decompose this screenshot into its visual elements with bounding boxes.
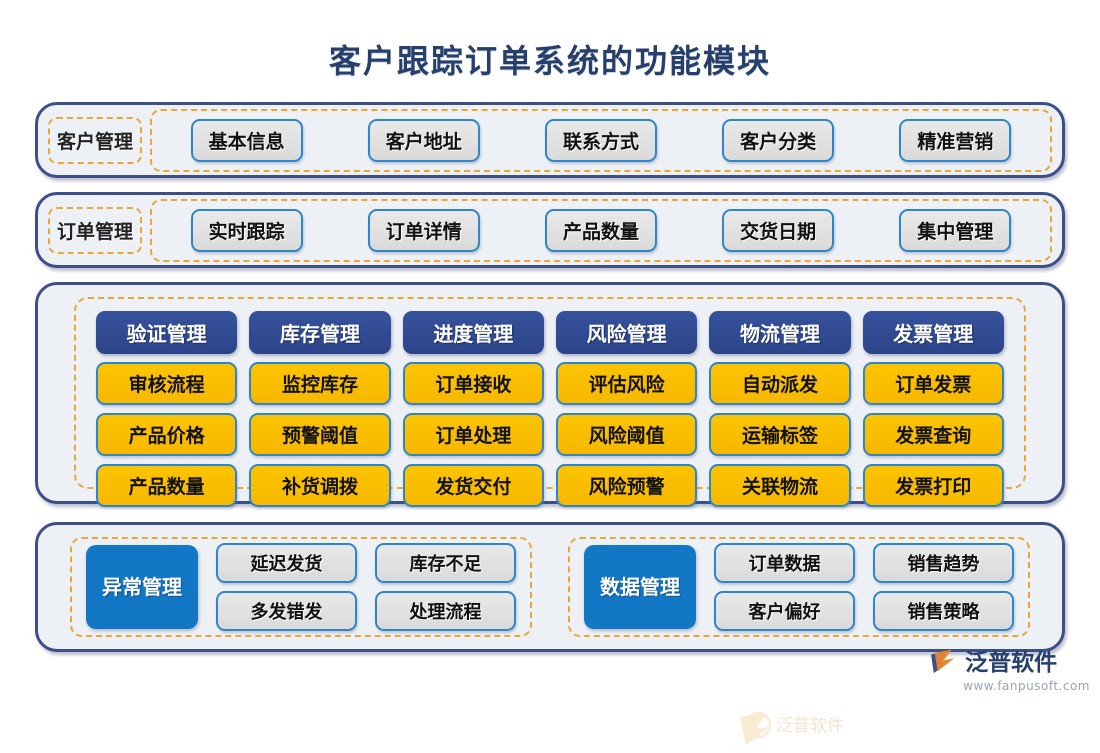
fanpu-swoosh-icon (929, 647, 961, 678)
module-head-logistics[interactable]: 物流管理 (709, 311, 851, 354)
module-item-verification-0[interactable]: 审核流程 (96, 362, 238, 405)
chip-data-2[interactable]: 客户偏好 (714, 591, 855, 631)
row-label-customer: 客户管理 (57, 130, 134, 153)
row-label-order: 订单管理 (57, 220, 134, 243)
center-watermark: 泛普软件 (736, 707, 866, 749)
core-modules-dashed-frame: 验证管理 审核流程 产品价格 产品数量 库存管理 监控库存 预警阈值 补货调拨 … (74, 297, 1026, 745)
row-items-customer: 基本信息 客户地址 联系方式 客户分类 精准营销 (150, 108, 1052, 172)
chip-data-0[interactable]: 订单数据 (714, 543, 855, 583)
module-column-progress: 进度管理 订单接收 订单处理 发货交付 (397, 311, 550, 507)
chip-exception-1[interactable]: 库存不足 (375, 543, 516, 583)
module-item-inventory-1[interactable]: 预警阈值 (249, 413, 391, 456)
module-item-invoice-1[interactable]: 发票查询 (862, 413, 1004, 456)
brand-url: www.fanpusoft.com (963, 679, 1090, 693)
module-head-verification[interactable]: 验证管理 (96, 311, 238, 354)
group-data-management: 数据管理 订单数据 销售趋势 客户偏好 销售策略 (568, 537, 1030, 637)
module-column-risk: 风险管理 评估风险 风险阈值 风险预警 (550, 311, 703, 507)
chip-order-1[interactable]: 订单详情 (367, 208, 480, 252)
module-item-logistics-0[interactable]: 自动派发 (709, 362, 851, 405)
module-item-inventory-0[interactable]: 监控库存 (249, 362, 391, 405)
group-exception-management: 异常管理 延迟发货 库存不足 多发错发 处理流程 (70, 537, 532, 637)
chip-customer-1[interactable]: 客户地址 (367, 118, 480, 162)
row-label-box-customer: 客户管理 (48, 116, 143, 164)
chip-exception-2[interactable]: 多发错发 (216, 591, 357, 631)
module-item-risk-1[interactable]: 风险阈值 (555, 413, 698, 456)
chip-customer-3[interactable]: 客户分类 (722, 118, 835, 162)
chip-data-3[interactable]: 销售策略 (873, 591, 1014, 631)
group-items-exception: 延迟发货 库存不足 多发错发 处理流程 (216, 543, 516, 631)
module-head-risk[interactable]: 风险管理 (555, 311, 698, 354)
module-item-risk-0[interactable]: 评估风险 (555, 362, 698, 405)
group-items-data: 订单数据 销售趋势 客户偏好 销售策略 (714, 543, 1014, 631)
module-item-progress-2[interactable]: 发货交付 (402, 464, 544, 507)
chip-customer-2[interactable]: 联系方式 (544, 118, 657, 162)
module-item-verification-1[interactable]: 产品价格 (96, 413, 238, 456)
section-customer-management: 客户管理 基本信息 客户地址 联系方式 客户分类 精准营销 (35, 102, 1065, 178)
svg-text:泛普软件: 泛普软件 (776, 716, 844, 736)
chip-exception-0[interactable]: 延迟发货 (216, 543, 357, 583)
brand-logo: 泛普软件 www.fanpusoft.com (929, 647, 1090, 692)
module-column-verification: 验证管理 审核流程 产品价格 产品数量 (90, 311, 243, 507)
module-item-risk-2[interactable]: 风险预警 (555, 464, 698, 507)
group-label-exception[interactable]: 异常管理 (86, 545, 198, 629)
module-head-progress[interactable]: 进度管理 (402, 311, 544, 354)
module-item-progress-1[interactable]: 订单处理 (402, 413, 544, 456)
chip-order-3[interactable]: 交货日期 (722, 208, 835, 252)
module-item-verification-2[interactable]: 产品数量 (96, 464, 238, 507)
chip-customer-0[interactable]: 基本信息 (190, 118, 303, 162)
row-items-order: 实时跟踪 订单详情 产品数量 交货日期 集中管理 (150, 198, 1052, 262)
module-head-invoice[interactable]: 发票管理 (862, 311, 1004, 354)
module-item-inventory-2[interactable]: 补货调拨 (249, 464, 391, 507)
brand-name: 泛普软件 (965, 649, 1058, 676)
chip-customer-4[interactable]: 精准营销 (899, 118, 1012, 162)
section-core-modules: 验证管理 审核流程 产品价格 产品数量 库存管理 监控库存 预警阈值 补货调拨 … (35, 282, 1065, 745)
module-head-inventory[interactable]: 库存管理 (249, 311, 391, 354)
chip-order-0[interactable]: 实时跟踪 (190, 208, 303, 252)
chip-order-4[interactable]: 集中管理 (899, 208, 1012, 252)
module-column-logistics: 物流管理 自动派发 运输标签 关联物流 (703, 311, 856, 507)
chip-data-1[interactable]: 销售趋势 (873, 543, 1014, 583)
section-order-management: 订单管理 实时跟踪 订单详情 产品数量 交货日期 集中管理 (35, 192, 1065, 268)
section-exception-and-data: 异常管理 延迟发货 库存不足 多发错发 处理流程 数据管理 订单数据 销售趋势 … (35, 522, 1065, 652)
module-item-progress-0[interactable]: 订单接收 (402, 362, 544, 405)
group-label-data[interactable]: 数据管理 (584, 545, 696, 629)
module-item-invoice-2[interactable]: 发票打印 (862, 464, 1004, 507)
module-item-logistics-2[interactable]: 关联物流 (709, 464, 851, 507)
chip-order-2[interactable]: 产品数量 (544, 208, 657, 252)
module-item-logistics-1[interactable]: 运输标签 (709, 413, 851, 456)
module-column-inventory: 库存管理 监控库存 预警阈值 补货调拨 (243, 311, 396, 507)
module-column-invoice: 发票管理 订单发票 发票查询 发票打印 (857, 311, 1010, 507)
page-title: 客户跟踪订单系统的功能模块 (328, 42, 771, 80)
row-label-box-order: 订单管理 (48, 206, 143, 254)
chip-exception-3[interactable]: 处理流程 (375, 591, 516, 631)
module-item-invoice-0[interactable]: 订单发票 (862, 362, 1004, 405)
